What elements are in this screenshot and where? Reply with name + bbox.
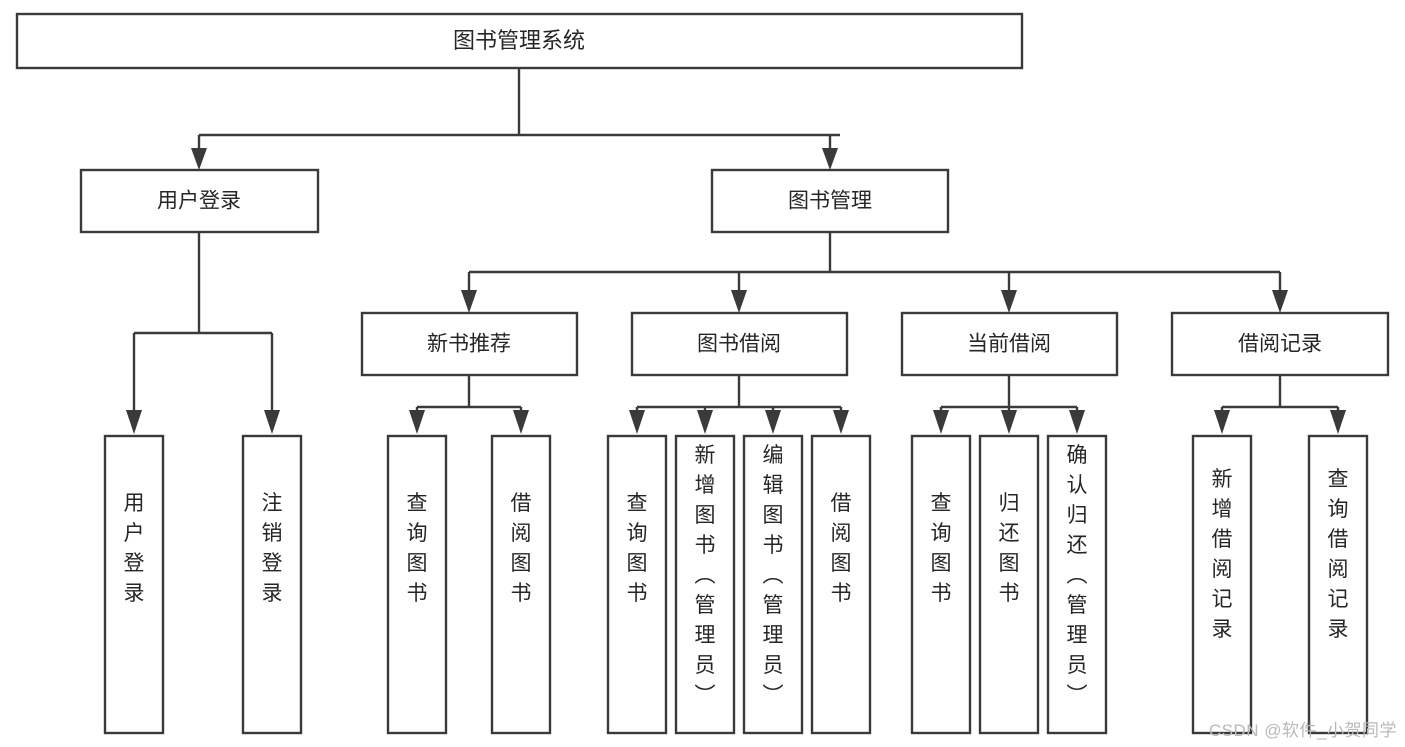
leaf-borrow-record-2[interactable]: 查询借阅记录 <box>1307 434 1369 735</box>
arrow-head-bookborrow-leaf-3 <box>765 410 781 434</box>
leaf-current-borrow-2-box[interactable] <box>978 434 1040 735</box>
leaf-book-borrow-1-box[interactable] <box>606 434 668 735</box>
leaf-borrow-record-1-label: 新增借阅记录 <box>1212 468 1233 641</box>
arrow-head-user-leaf-2 <box>264 410 280 434</box>
connector-layer <box>126 68 1346 434</box>
node-new-book-recommend[interactable]: 新书推荐 <box>360 311 579 377</box>
leaf-new-book-2-label: 借阅图书 <box>511 492 532 605</box>
leaf-user-login-2-label: 注销登录 <box>262 492 283 605</box>
leaf-book-borrow-3[interactable]: 编辑图书︵管理员︶ <box>742 434 804 735</box>
arrow-head-new-book <box>461 290 477 313</box>
leaf-book-borrow-2-box[interactable] <box>674 434 736 735</box>
arrow-head-borrowrecord-leaf-2 <box>1330 410 1346 434</box>
node-root-system[interactable]: 图书管理系统 <box>15 12 1024 70</box>
leaf-user-login-2-box[interactable] <box>241 434 303 735</box>
node-new-book-recommend-label: 新书推荐 <box>427 333 511 356</box>
node-root-label: 图书管理系统 <box>453 28 585 53</box>
leaf-book-borrow-1-label: 查询图书 <box>627 492 648 605</box>
node-book-borrow[interactable]: 图书借阅 <box>630 311 849 377</box>
leaf-book-borrow-4-box[interactable] <box>810 434 872 735</box>
watermark-label: CSDN @软件_小贺同学 <box>1208 721 1397 740</box>
leaf-current-borrow-1-box[interactable] <box>910 434 972 735</box>
leaf-book-borrow-3-label: 编辑图书︵管理员︶ <box>763 444 784 707</box>
arrow-head-to-book-management <box>822 148 838 170</box>
arrow-head-borrowrecord-leaf-1 <box>1214 410 1230 434</box>
leaf-user-login-1-label: 用户登录 <box>124 492 145 605</box>
leaf-new-book-1[interactable]: 查询图书 <box>386 434 448 735</box>
arrow-head-currentborrow-leaf-2 <box>1001 410 1017 434</box>
leaf-book-borrow-3-box[interactable] <box>742 434 804 735</box>
leaf-new-book-1-label: 查询图书 <box>407 492 428 605</box>
leaf-current-borrow-3-box[interactable] <box>1046 434 1108 735</box>
leaf-book-borrow-4[interactable]: 借阅图书 <box>810 434 872 735</box>
leaf-book-borrow-1[interactable]: 查询图书 <box>606 434 668 735</box>
node-user-login-box[interactable] <box>79 168 320 234</box>
arrow-head-bookborrow-leaf-4 <box>833 410 849 434</box>
arrow-head-borrow-record <box>1272 290 1288 313</box>
arrow-head-bookborrow-leaf-2 <box>697 410 713 434</box>
leaf-book-borrow-2-label: 新增图书︵管理员︶ <box>695 444 716 707</box>
leaf-user-login-2[interactable]: 注销登录 <box>241 434 303 735</box>
leaf-user-login-1-box[interactable] <box>103 434 165 735</box>
node-current-borrow-label: 当前借阅 <box>967 333 1051 356</box>
leaf-current-borrow-2[interactable]: 归还图书 <box>978 434 1040 735</box>
leaf-borrow-record-1[interactable]: 新增借阅记录 <box>1191 434 1253 735</box>
arrow-head-bookborrow-leaf-1 <box>629 410 645 434</box>
arrow-head-current-borrow <box>1001 290 1017 313</box>
node-borrow-record[interactable]: 借阅记录 <box>1170 311 1390 377</box>
node-book-borrow-box[interactable] <box>630 311 849 377</box>
node-current-borrow[interactable]: 当前借阅 <box>900 311 1119 377</box>
leaf-current-borrow-1-label: 查询图书 <box>931 492 952 605</box>
node-book-management-label: 图书管理 <box>788 190 872 213</box>
leaf-book-borrow-4-label: 借阅图书 <box>831 492 852 605</box>
node-root-box[interactable] <box>15 12 1024 70</box>
arrow-head-newbook-leaf-1 <box>409 410 425 434</box>
node-new-book-recommend-box[interactable] <box>360 311 579 377</box>
arrow-head-book-borrow <box>731 290 747 313</box>
leaf-borrow-record-2-label: 查询借阅记录 <box>1328 468 1349 641</box>
arrow-head-currentborrow-leaf-3 <box>1069 410 1085 434</box>
node-book-borrow-label: 图书借阅 <box>697 333 781 356</box>
arrow-head-to-user-login <box>191 148 207 170</box>
node-borrow-record-box[interactable] <box>1170 311 1390 377</box>
leaf-borrow-record-1-box[interactable] <box>1191 434 1253 735</box>
arrow-head-user-leaf-1 <box>126 410 142 434</box>
node-book-management-box[interactable] <box>710 168 950 234</box>
leaf-current-borrow-3[interactable]: 确认归还︵管理员︶ <box>1046 434 1108 735</box>
leaf-new-book-1-box[interactable] <box>386 434 448 735</box>
node-borrow-record-label: 借阅记录 <box>1238 333 1322 356</box>
node-book-management[interactable]: 图书管理 <box>710 168 950 234</box>
node-user-login-label: 用户登录 <box>157 190 241 213</box>
leaf-borrow-record-2-box[interactable] <box>1307 434 1369 735</box>
leaf-new-book-2-box[interactable] <box>490 434 552 735</box>
leaf-user-login-1[interactable]: 用户登录 <box>103 434 165 735</box>
arrow-head-currentborrow-leaf-1 <box>933 410 949 434</box>
leaf-current-borrow-3-label: 确认归还︵管理员︶ <box>1067 444 1088 707</box>
leaf-current-borrow-2-label: 归还图书 <box>999 492 1020 605</box>
leaf-current-borrow-1[interactable]: 查询图书 <box>910 434 972 735</box>
arrow-head-newbook-leaf-2 <box>513 410 529 434</box>
leaf-new-book-2[interactable]: 借阅图书 <box>490 434 552 735</box>
node-current-borrow-box[interactable] <box>900 311 1119 377</box>
leaf-book-borrow-2[interactable]: 新增图书︵管理员︶ <box>674 434 736 735</box>
node-user-login[interactable]: 用户登录 <box>79 168 320 234</box>
